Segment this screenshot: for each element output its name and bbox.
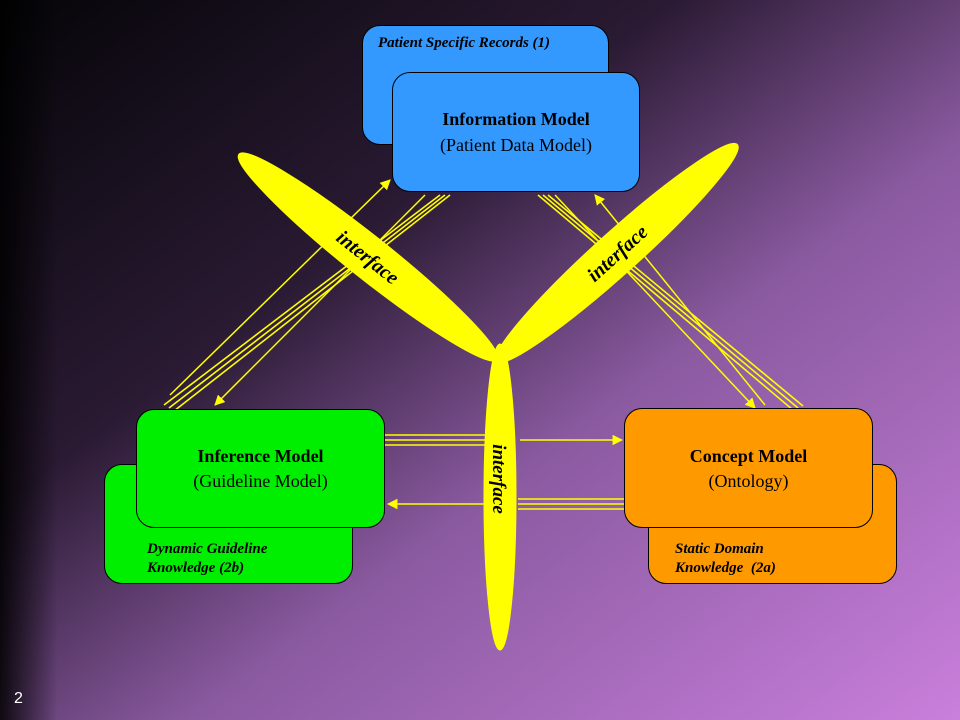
arrow-to-concept-model bbox=[554, 194, 756, 409]
concept-model-title: Concept Model bbox=[689, 446, 808, 466]
dynamic-knowledge-label-line2: Knowledge (2b) bbox=[147, 560, 245, 576]
inference-model-subtitle: (Guideline Model) bbox=[193, 471, 328, 491]
patient-records-label: Patient Specific Records (1) bbox=[378, 35, 551, 51]
concept-model-box: Concept Model (Ontology) bbox=[624, 408, 873, 528]
inference-model-box: Inference Model (Guideline Model) bbox=[136, 409, 385, 528]
interface-bottom: interface bbox=[483, 343, 517, 651]
concept-model-subtitle: (Ontology) bbox=[708, 471, 789, 491]
arrow-to-information-model-left bbox=[169, 179, 391, 396]
dynamic-knowledge-label-line1: Dynamic Guideline bbox=[147, 541, 268, 557]
information-model-subtitle: (Patient Data Model) bbox=[440, 135, 592, 155]
information-model-box: Information Model (Patient Data Model) bbox=[392, 72, 640, 192]
information-model-title: Information Model bbox=[442, 109, 590, 129]
connector-info-to-concept bbox=[537, 194, 804, 411]
interface-bottom-label: interface bbox=[488, 444, 509, 514]
connector-concept-to-inference bbox=[518, 498, 625, 510]
page-number: 2 bbox=[14, 690, 23, 707]
connector-info-to-inference bbox=[163, 194, 451, 412]
static-knowledge-label-line1: Static Domain bbox=[675, 541, 764, 557]
arrow-to-inference-model bbox=[214, 194, 426, 406]
connector-inference-to-concept bbox=[385, 434, 485, 446]
static-knowledge-label-line2: Knowledge (2a) bbox=[675, 560, 776, 576]
inference-model-title: Inference Model bbox=[197, 446, 324, 466]
